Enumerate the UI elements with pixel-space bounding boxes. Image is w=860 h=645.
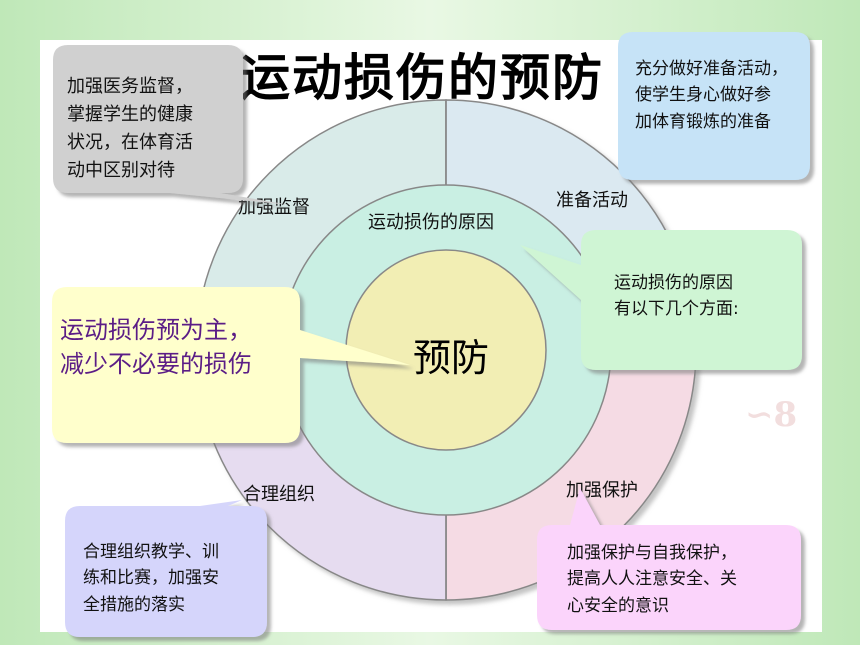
callout-prevention [52, 287, 410, 443]
middle-ring-label: 运动损伤的原因 [368, 212, 494, 233]
callout-warmup-text: 充分做好准备活动， 使学生身心做好参 加体育锻炼的准备 [635, 59, 788, 132]
segment-label-warmup: 准备活动 [556, 190, 628, 211]
segment-label-organization: 合理组织 [243, 484, 315, 505]
callout-causes [520, 230, 802, 370]
callout-protection-text: 加强保护与自我保护， 提高人人注意安全、关 心安全的意识 [567, 543, 737, 616]
callout-causes-text: 运动损伤的原因 有以下几个方面: [614, 273, 739, 320]
callout-supervision-text: 加强医务监督， 掌握学生的健康 状况，在体育活 动中区别对待 [67, 76, 193, 181]
callout-organization-text: 合理组织教学、训 练和比赛，加强安 全措施的落实 [83, 542, 219, 615]
callout-protection [537, 488, 801, 630]
slide-title: 运动损伤的预防 [240, 48, 604, 107]
segment-label-supervision: 加强监督 [238, 197, 310, 218]
decorative-watermark: ∽8 [745, 395, 798, 435]
center-label: 预防 [413, 336, 490, 380]
callout-organization [65, 500, 267, 637]
callout-supervision [53, 45, 290, 205]
callout-prevention-text: 运动损伤预为主， 减少不必要的损伤 [60, 316, 252, 378]
callout-warmup [562, 32, 810, 180]
